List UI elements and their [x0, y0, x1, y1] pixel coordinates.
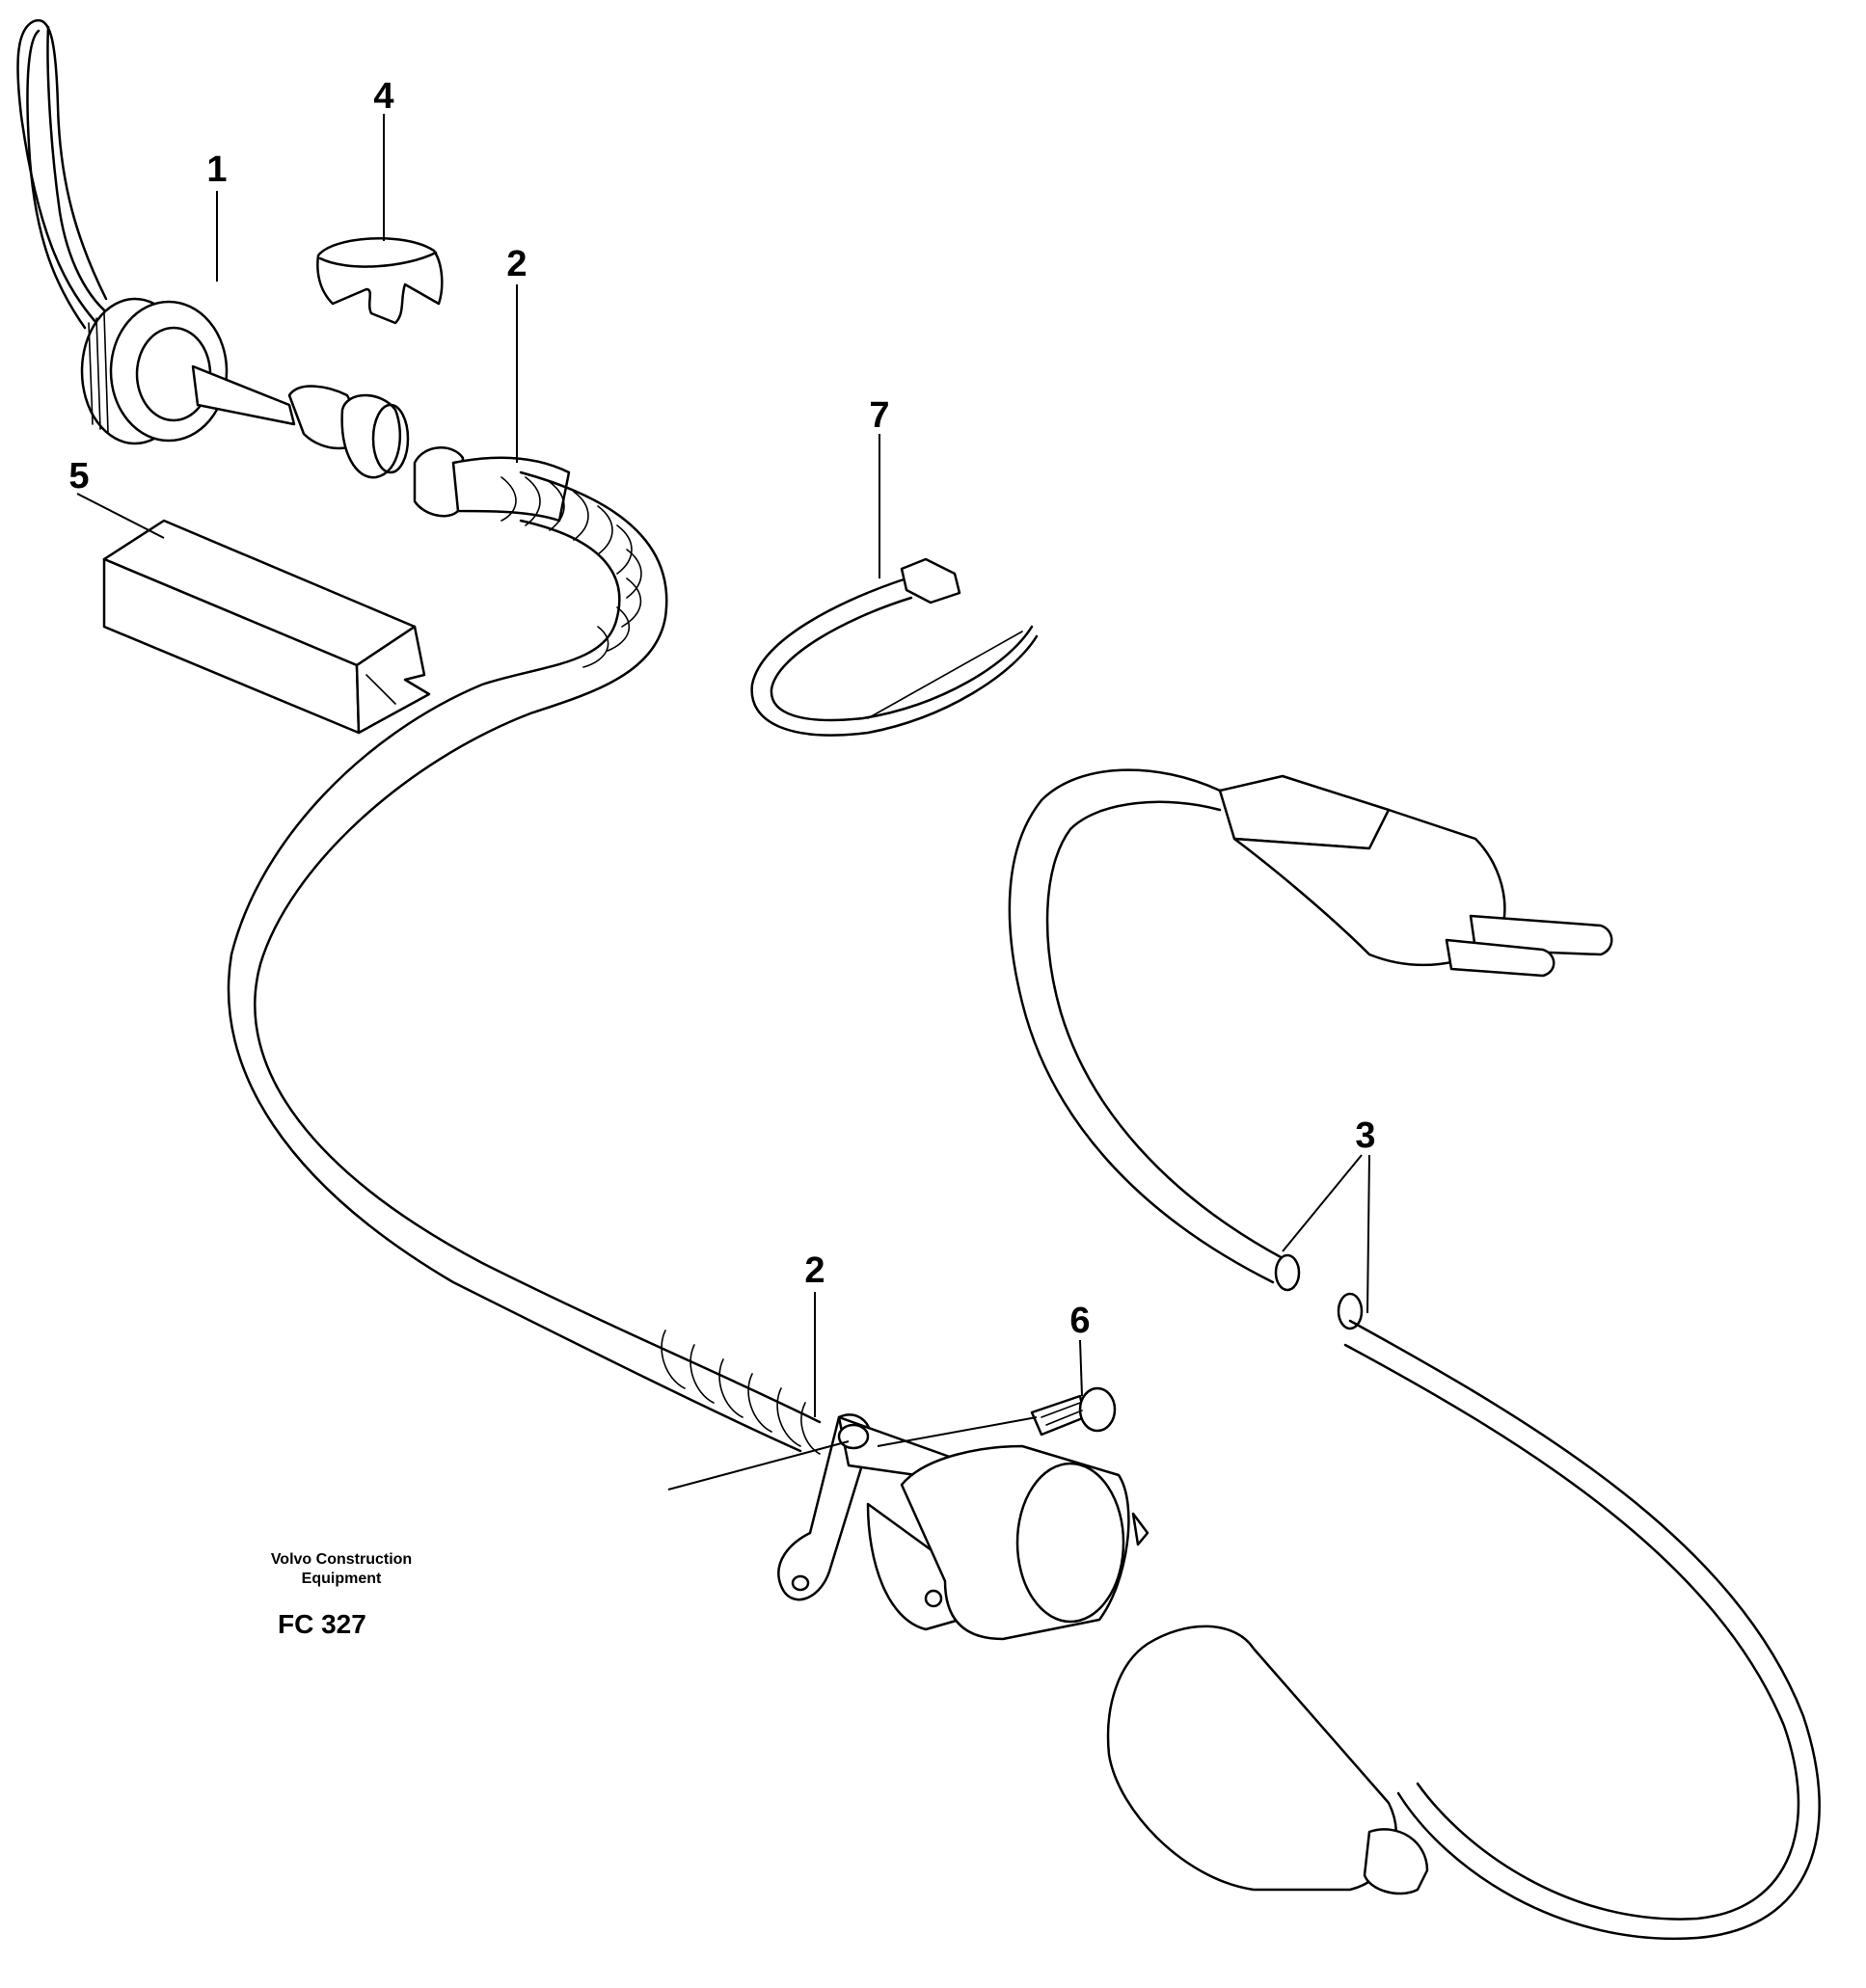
callout-2-top: 2	[506, 244, 527, 284]
power-cord	[1008, 768, 1821, 1941]
leader-2-bottom	[667, 1292, 850, 1491]
heater-cable	[227, 446, 822, 1455]
callout-2-bottom: 2	[804, 1250, 825, 1291]
leader-6	[877, 1339, 1083, 1447]
cord-plug-body	[1106, 1625, 1429, 1895]
leader-3b	[1366, 1154, 1370, 1314]
callout-3: 3	[1355, 1115, 1375, 1156]
leader-3a	[1282, 1154, 1363, 1252]
leader-5	[76, 493, 165, 539]
clip	[316, 237, 444, 325]
brand-line-2: Equipment	[302, 1571, 382, 1587]
callout-5: 5	[68, 456, 89, 497]
cable-tie	[750, 557, 1039, 737]
insulation-block	[102, 519, 431, 735]
callout-4: 4	[373, 76, 393, 117]
callout-7: 7	[869, 395, 889, 436]
brand-line-1: Volvo Construction	[271, 1551, 412, 1568]
callout-6: 6	[1069, 1301, 1090, 1341]
socket-connector	[777, 1413, 1149, 1641]
figure-code: FC 327	[278, 1609, 366, 1639]
callout-1: 1	[206, 149, 227, 190]
heater-element	[16, 18, 410, 479]
screw	[1030, 1386, 1117, 1437]
